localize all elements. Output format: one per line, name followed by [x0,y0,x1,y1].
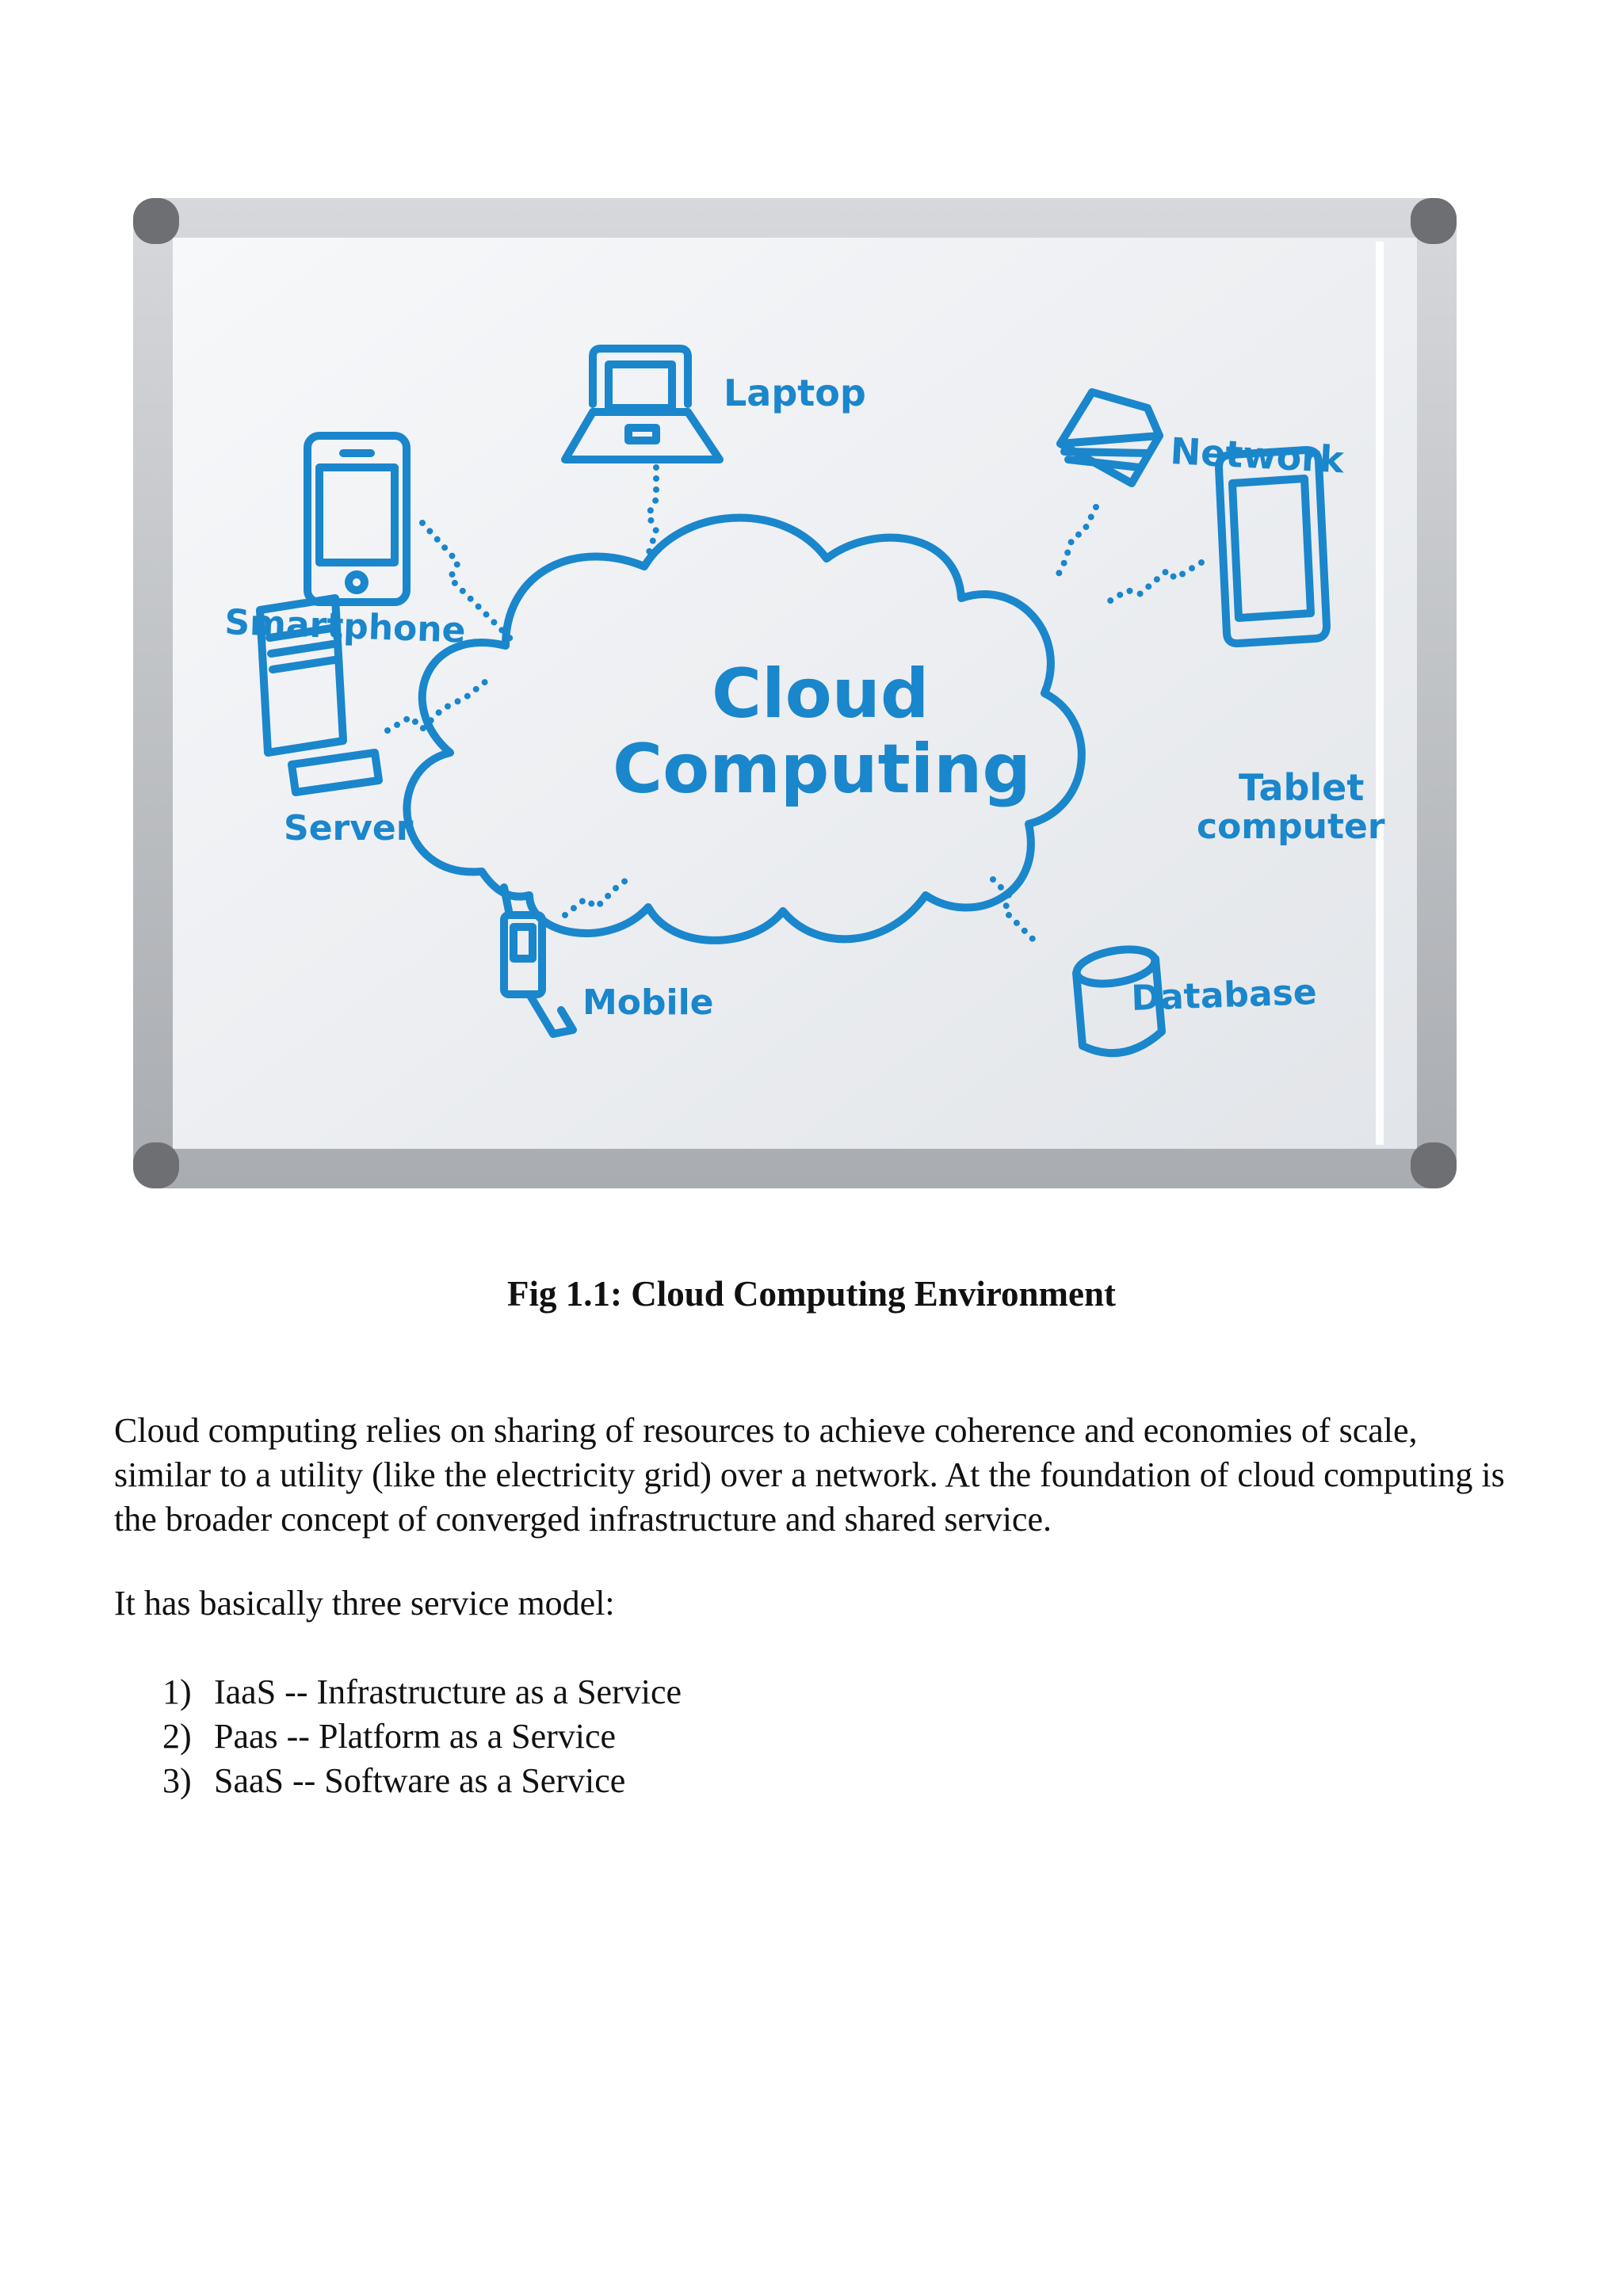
whiteboard-illustration: Laptop Network Smartphone Server Mobile … [133,198,1457,1188]
service-models-intro: It has basically three service model: [114,1584,615,1623]
list-number: 1) [162,1672,192,1711]
list-item: 1) IaaS -- Infrastructure as a Service [162,1670,682,1714]
label-tablet-line2: computer [1197,807,1385,847]
label-network: Network [1169,429,1346,481]
frame-corner [133,1142,179,1188]
network-icon [1056,388,1163,487]
list-number: 3) [162,1761,192,1800]
cloud-title-line2: Computing [613,730,1031,809]
list-text: IaaS -- Infrastructure as a Service [214,1672,682,1711]
laptop-icon [561,345,724,463]
cloud-title-line1: Cloud [712,654,929,734]
connector-lines [384,464,1205,942]
list-item: 3) SaaS -- Software as a Service [162,1759,682,1803]
list-text: Paas -- Platform as a Service [214,1717,617,1756]
tablet-icon [1215,446,1331,648]
label-database: Database [1131,972,1318,1019]
intro-paragraph: Cloud computing relies on sharing of res… [114,1411,1505,1539]
frame-corner [1411,198,1457,244]
label-server: Server [284,808,414,849]
cloud-computing-figure: Laptop Network Smartphone Server Mobile … [133,198,1457,1188]
frame-corner [1411,1142,1457,1188]
label-laptop: Laptop [724,372,866,414]
figure-caption: Fig 1.1: Cloud Computing Environment [506,1274,1117,1314]
cloud-shape [403,513,1086,944]
smartphone-icon [304,432,411,606]
database-icon [1072,945,1166,1058]
server-icon [256,594,383,796]
service-model-list: 1) IaaS -- Infrastructure as a Service 2… [162,1670,682,1803]
whiteboard-frame [133,198,1457,1188]
list-item: 2) Paas -- Platform as a Service [162,1714,682,1759]
label-tablet-line1: Tablet [1239,766,1364,809]
frame-corner [133,198,179,244]
list-number: 2) [162,1717,192,1756]
list-text: SaaS -- Software as a Service [214,1761,626,1800]
mobile-icon [500,883,577,1038]
label-smartphone: Smartphone [224,602,467,651]
label-mobile: Mobile [582,982,714,1023]
